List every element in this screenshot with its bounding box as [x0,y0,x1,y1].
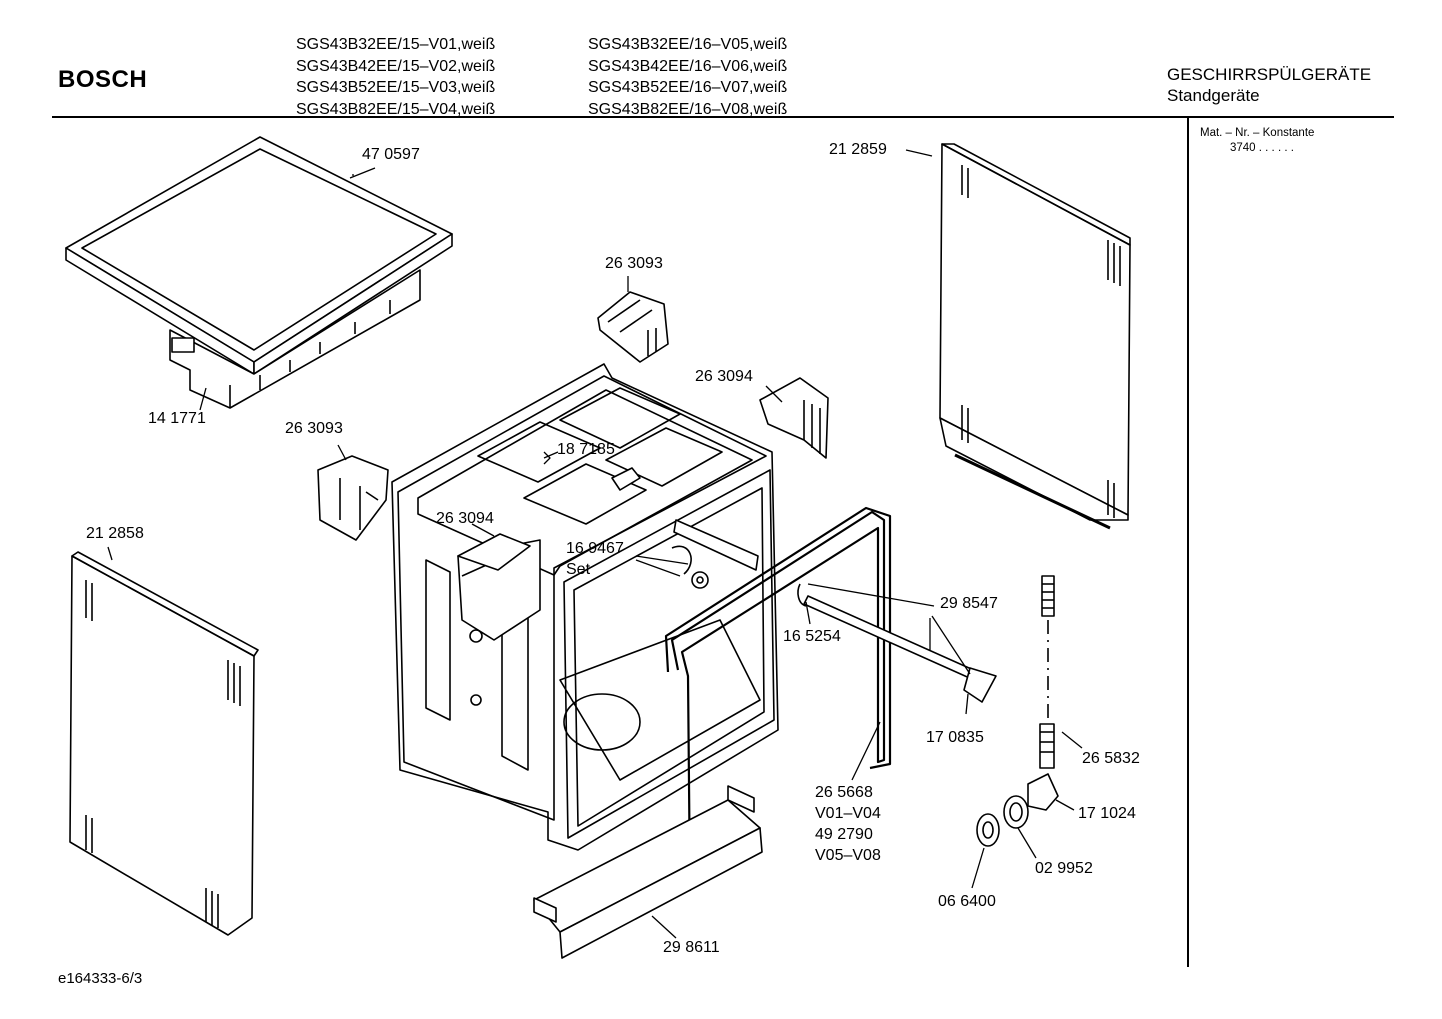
part-label: 16 5254 [783,628,841,645]
category-block: GESCHIRRSPÜLGERÄTE Standgeräte [1167,64,1371,106]
part-label: 26 3094 [436,510,494,527]
spray-tube-part [797,583,997,703]
brand-logo: BOSCH [58,66,148,93]
part-label: 26 3093 [605,255,663,272]
header-divider [52,116,1394,118]
model-list-1: SGS43B32EE/15–V01,weiß SGS43B42EE/15–V02… [296,34,495,120]
part-label: 49 2790 [815,826,873,843]
part-label: 26 3093 [285,420,343,437]
part-label: 06 6400 [938,893,996,910]
model-item: SGS43B52EE/16–V07,weiß [588,79,788,96]
material-constant: Mat. – Nr. – Konstante 3740 . . . . . . [1200,126,1314,156]
tub-cabinet-part [391,363,779,851]
bracket-263094-b [457,533,531,571]
material-constant-title: Mat. – Nr. – Konstante [1200,127,1315,139]
part-label: 29 8611 [663,939,720,956]
bracket-263093-a [597,291,669,363]
model-item: SGS43B32EE/15–V01,weiß [296,36,496,53]
leader-lines [107,149,1083,939]
part-label: 21 2858 [86,525,144,542]
model-item: SGS43B42EE/15–V02,weiß [296,57,496,75]
part-label: 17 1024 [1078,805,1136,822]
side-divider [1187,118,1189,967]
right-side-panel-part [939,143,1131,530]
part-label-note: Set [566,561,591,578]
bracket-263094-a [759,377,829,459]
part-label: 26 5832 [1082,750,1140,767]
model-item: SGS43B52EE/15–V03,weiß [296,79,496,96]
part-label: 26 5668 [815,784,873,801]
material-constant-value: 3740 . . . . . . [1230,142,1294,154]
part-label: 02 9952 [1035,860,1093,877]
model-item: SGS43B32EE/16–V05,weiß [588,36,788,53]
part-label: 14 1771 [148,410,206,427]
model-item: SGS43B82EE/15–V04,weiß [296,100,496,118]
left-side-panel-part [69,551,259,936]
document-id: e164333-6/3 [58,970,143,987]
part-label-note: V01–V04 [815,805,881,822]
model-item: SGS43B82EE/16–V08,weiß [588,100,788,118]
part-label: 18 7185 [557,441,615,458]
part-label-note: V05–V08 [815,847,881,864]
inlet-fitting-part [976,575,1059,847]
part-label: 29 8547 [940,595,998,612]
category-title: GESCHIRRSPÜLGERÄTE [1167,65,1372,84]
category-subtitle: Standgeräte [1167,86,1260,105]
bracket-263093-b [317,455,389,541]
top-cover-part [65,136,453,409]
part-label: 16 9467 [566,540,624,557]
door-seal-part [664,506,892,892]
part-label: 26 3094 [695,368,753,385]
model-item: SGS43B42EE/16–V06,weiß [588,57,788,75]
plinth-part [533,785,763,959]
part-label: 21 2859 [829,141,887,158]
part-label: 17 0835 [926,729,984,746]
part-label: 47 0597 [362,146,420,163]
model-list-2: SGS43B32EE/16–V05,weiß SGS43B42EE/16–V06… [588,34,787,120]
